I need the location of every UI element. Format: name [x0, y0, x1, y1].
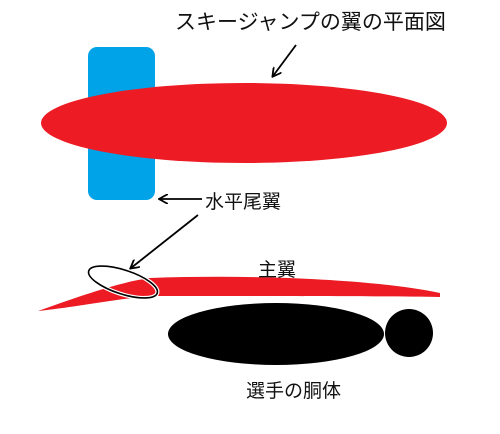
tail-side-arrow — [131, 214, 199, 268]
main-wing-plan — [41, 83, 447, 163]
main-wing-label: 主翼 — [258, 259, 297, 281]
body-label: 選手の胴体 — [246, 380, 342, 402]
title-arrow — [273, 44, 297, 76]
main-wing-side — [38, 276, 440, 311]
athlete-head — [385, 309, 433, 357]
athlete-body — [168, 303, 384, 365]
diagram-title: スキージャンプの翼の平面図 — [175, 10, 446, 34]
tail-highlight-outline — [87, 265, 159, 299]
tail-wing-label: 水平尾翼 — [205, 191, 282, 213]
